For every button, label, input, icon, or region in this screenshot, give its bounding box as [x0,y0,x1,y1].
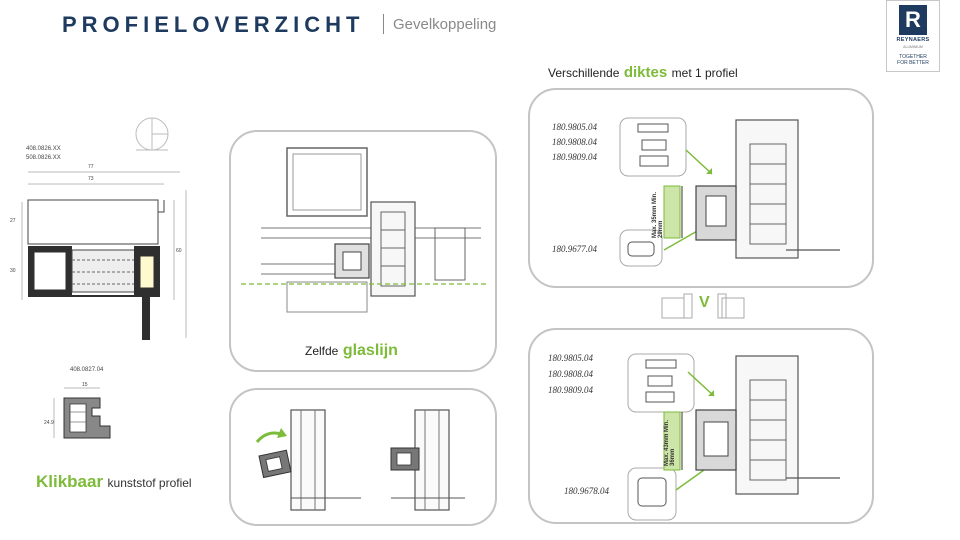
dim-small-width: 15 [82,382,88,388]
clip-profile-drawing [255,409,465,511]
bottom-code-2: 180.9808.04 [548,369,593,379]
thickness-panel-top [528,88,874,288]
page-title: PROFIELOVERZICHT [62,12,365,37]
logo-tagline: TOGETHER FOR BETTER [887,54,939,66]
top-code-3: 180.9809.04 [552,152,597,162]
thickness-heading: Verschillende diktes met 1 profiel [548,64,738,82]
thickness-heading-highlight: diktes [623,64,668,81]
logo-sub: ALUMINIUM [903,45,923,49]
small-profile-code: 408.0827.04 [70,367,104,373]
top-code-2: 180.9808.04 [552,137,597,147]
small-profile-drawing [53,387,111,439]
page-subtitle: Gevelkoppeling [393,16,497,33]
alternative-profiles-icon [661,293,745,319]
or-symbol: V [699,294,710,311]
logo-name: REYNAERS [896,37,930,43]
thickness-panel-bottom [528,328,874,524]
logo-tagline-2: FOR BETTER [897,60,929,66]
top-code-1: 180.9805.04 [552,122,597,132]
bottom-code-3: 180.9809.04 [548,385,593,395]
bottom-code-1: 180.9805.04 [548,353,593,363]
dim-height-3: 60 [176,248,182,254]
title-separator [383,14,384,34]
profile-code-1: 408.0826.XX [26,146,61,152]
bottom-bottom-code: 180.9678.04 [564,486,609,496]
klikbaar-highlight: Klikbaar [36,472,104,491]
profile-code-2: 508.0826.XX [26,155,61,161]
thickness-drawing-bottom [627,353,840,521]
logo-letter: R [899,5,927,35]
brand-logo: R REYNAERS ALUMINIUM TOGETHER FOR BETTER [886,0,940,72]
clip-profile-panel [229,388,497,526]
logo-tagline-1: TOGETHER [899,54,927,60]
thickness-heading-prefix: Verschillende [548,66,620,80]
klikbaar-rest: kunststof profiel [107,476,192,490]
glazing-line-caption: Zelfde glaslijn [305,342,398,360]
thickness-drawing-top [619,117,840,267]
bottom-thickness-range: Max. 43mm Min. 36mm [664,419,676,466]
glazing-line-highlight: glaslijn [342,342,398,359]
top-thickness-range: Max. 35mm Min. 29mm [652,191,664,238]
same-glazing-line-panel [229,130,497,372]
same-glazing-line-drawing [241,147,489,313]
dim-width-1: 77 [88,164,94,170]
dim-width-2: 73 [88,176,94,182]
glazing-line-prefix: Zelfde [305,344,339,358]
rotation-icon [135,117,169,151]
thickness-heading-suffix: met 1 profiel [671,66,738,80]
top-bottom-code: 180.9677.04 [552,244,597,254]
dim-height-2: 30 [10,268,16,274]
klikbaar-caption: Klikbaar kunststof profiel [36,472,192,492]
dim-small-height: 24.9 [44,420,54,426]
dim-height-1: 27 [10,218,16,224]
profile-cross-section-drawing [21,171,187,340]
